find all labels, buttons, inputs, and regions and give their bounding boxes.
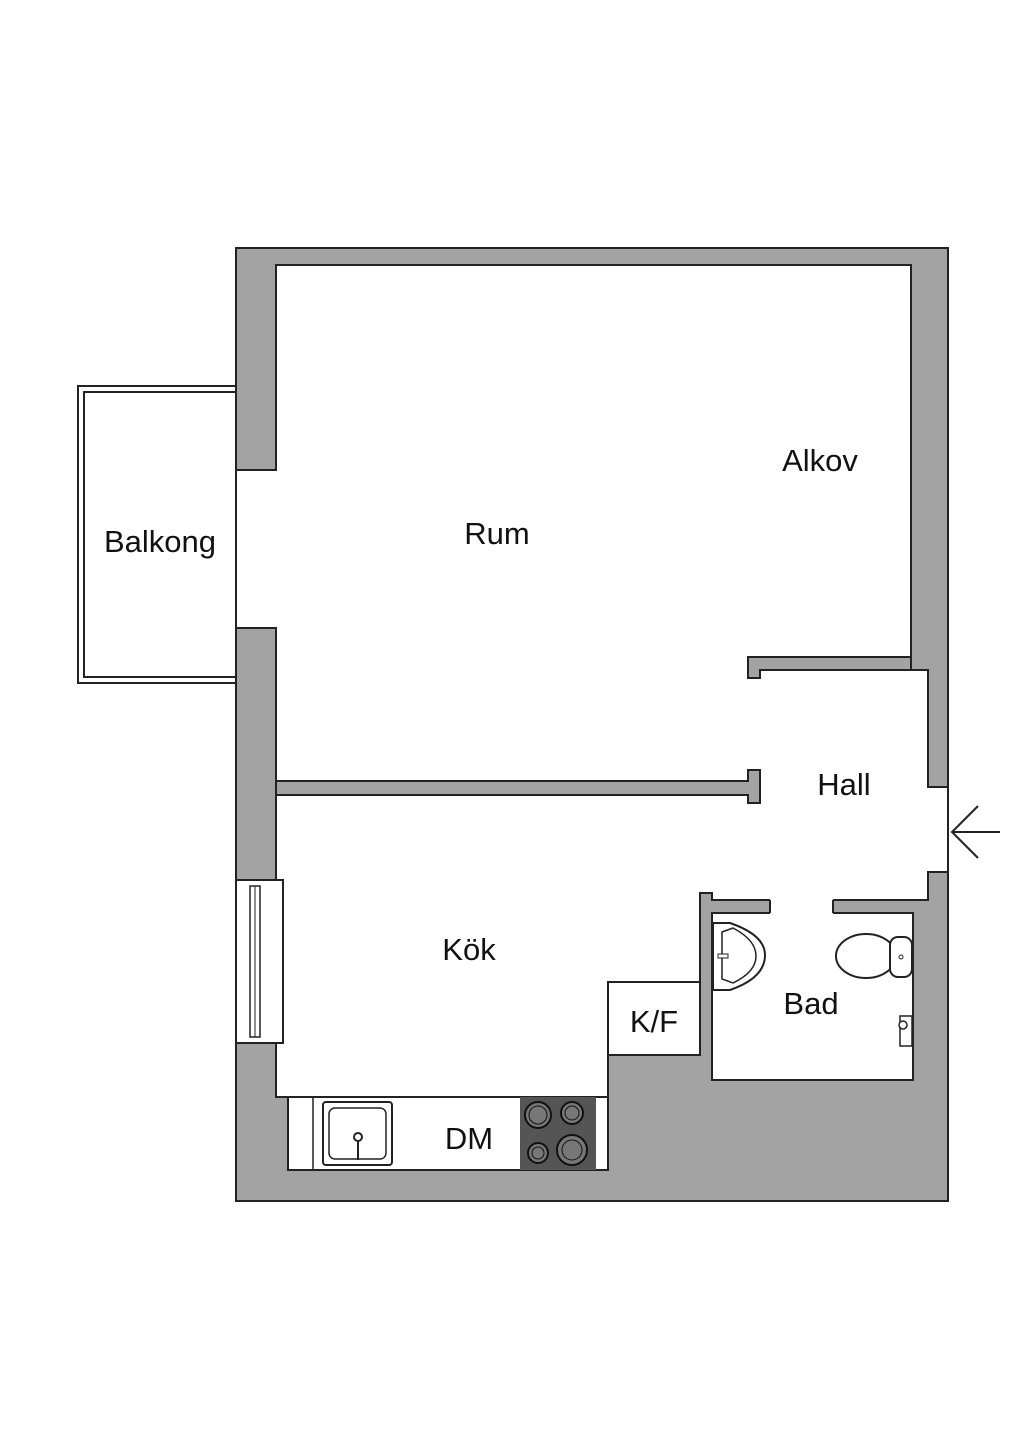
label-hall: Hall [817, 767, 870, 802]
label-living-room: Rum [464, 516, 529, 551]
bathroom-door-opening [770, 899, 833, 915]
toilet-icon [835, 933, 913, 979]
label-balcony: Balkong [104, 524, 216, 559]
kitchen-wall [275, 769, 761, 804]
tap-icon [898, 1015, 913, 1047]
sink-icon [322, 1101, 393, 1166]
washbasin-icon [712, 922, 767, 991]
kitchen-window [235, 879, 284, 1044]
cooktop-icon [520, 1097, 596, 1170]
label-bathroom: Bad [783, 986, 838, 1021]
label-kitchen: Kök [442, 932, 496, 967]
label-alcove: Alkov [782, 443, 858, 478]
entrance-arrow-icon [950, 805, 1000, 859]
fridge-freezer [607, 981, 701, 1056]
balcony-outline [77, 385, 237, 684]
label-dishwasher: DM [445, 1121, 493, 1156]
interior-floor [235, 264, 949, 1098]
label-fridge-freezer: K/F [630, 1004, 678, 1039]
alcove-wall [747, 656, 912, 679]
